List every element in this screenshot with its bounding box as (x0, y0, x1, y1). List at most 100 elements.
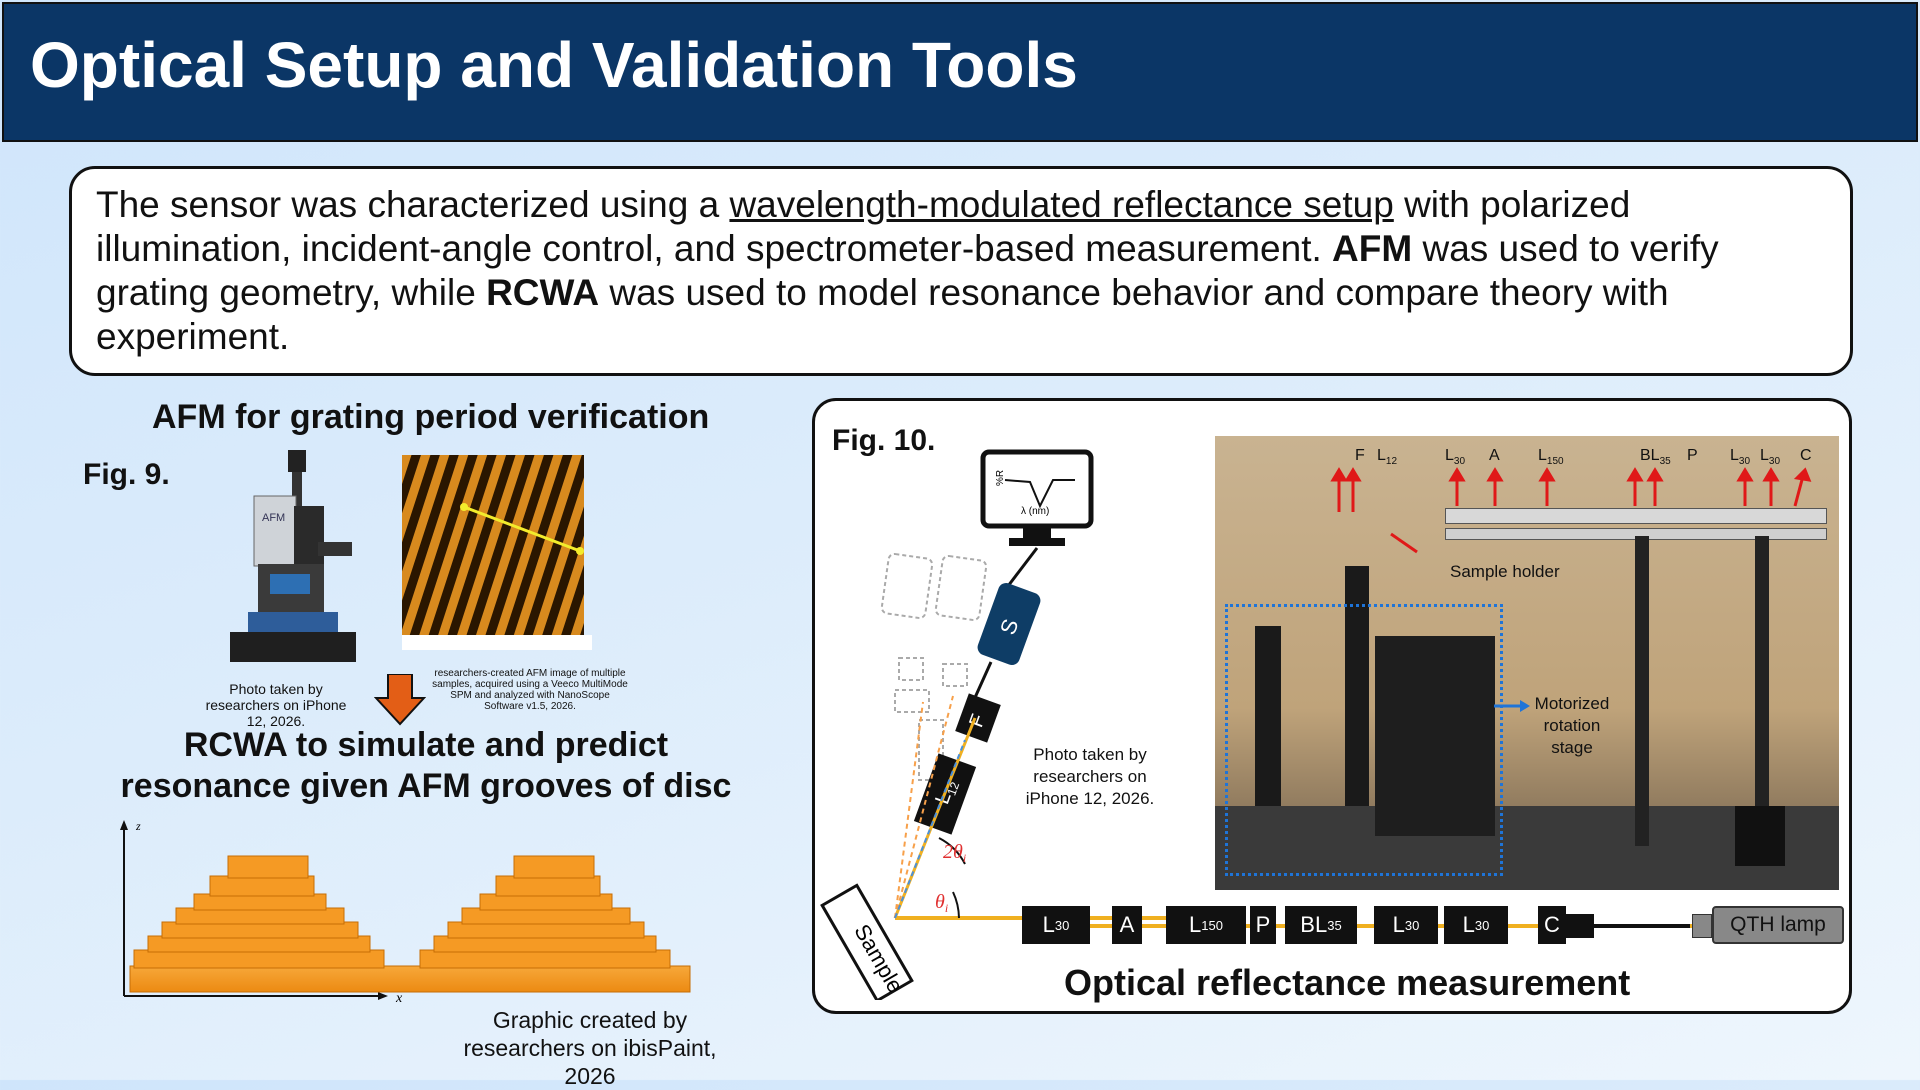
sample-holder-label: Sample holder (1450, 562, 1560, 581)
photo-label-l30a-sub: 30 (1453, 456, 1466, 468)
component-l150-main: L (1189, 912, 1202, 937)
angle-theta-sub: i (945, 901, 948, 915)
photo-label-l30c-sub: 30 (1768, 456, 1781, 468)
afm-grating-image (402, 455, 592, 650)
summary-text-3: was used to verify grating geometry, whi… (96, 228, 1719, 313)
motorized-3: stage (1551, 738, 1593, 757)
afm-term: AFM (1332, 228, 1413, 269)
photo-caption-2: researchers on (1033, 767, 1147, 786)
fig9-label: Fig. 9. (83, 458, 170, 491)
post-1 (1635, 536, 1649, 846)
component-l30-2-sub: 30 (1404, 917, 1420, 933)
photo-label-bl35: BL35 (1640, 447, 1671, 467)
component-l30-2-main: L (1392, 912, 1405, 937)
photo-label-bl35-main: BL (1640, 447, 1660, 464)
rotation-stage (1375, 636, 1495, 836)
monitor-y-label: %R (995, 470, 1006, 486)
monitor-x-label: λ (nm) (1021, 506, 1049, 517)
component-l30-3-main: L (1462, 912, 1475, 937)
component-l30-3-sub: 30 (1474, 917, 1490, 933)
photo-label-l30c-main: L (1760, 447, 1769, 464)
stage-highlight (1225, 604, 1503, 876)
graphic-caption-2: researchers on ibisPaint, (463, 1035, 717, 1061)
x-axis-label: x (395, 991, 403, 1006)
afm-photo-caption: Photo taken by researchers on iPhone 12,… (205, 681, 347, 729)
lamp-housing (1735, 806, 1785, 866)
stage-arrow-icon (1494, 700, 1530, 712)
summary-text-2: with polarized illumination, incident-an… (96, 184, 1631, 269)
component-l150-sub: 150 (1201, 917, 1223, 933)
setup-photo-caption: Photo taken by researchers on iPhone 12,… (1000, 744, 1180, 810)
photo-label-l150: L150 (1538, 447, 1564, 467)
svg-text:θi: θi (935, 891, 948, 915)
title-banner (2, 2, 1918, 142)
rcwa-grating-graphic: z x (120, 819, 691, 1006)
angle-2theta: 2θ (943, 841, 963, 863)
photo-label-l30a-main: L (1445, 447, 1454, 464)
component-l30-1-main: L (1042, 912, 1055, 937)
setup-photo (1215, 436, 1839, 890)
qth-lamp: QTH lamp (1712, 906, 1844, 944)
lamp-fiber (1590, 924, 1690, 928)
photo-label-l30a: L30 (1445, 447, 1465, 467)
motorized-2: rotation (1543, 716, 1601, 735)
graphic-caption-3: 2026 (564, 1063, 616, 1089)
summary-text-1: The sensor was characterized using a (96, 184, 730, 225)
photo-label-l12-sub: 12 (1385, 456, 1398, 468)
graphic-caption: Graphic created by researchers on ibisPa… (420, 1006, 760, 1090)
photo-label-l12: L12 (1377, 447, 1397, 467)
photo-label-f: F (1355, 447, 1365, 464)
z-axis-label: z (135, 819, 141, 833)
motorized-1: Motorized (1534, 694, 1610, 713)
photo-label-c: C (1800, 447, 1812, 464)
photo-caption-3: iPhone 12, 2026. (1025, 789, 1155, 808)
photo-label-l150-sub: 150 (1546, 456, 1564, 468)
motorized-stage-label: Motorized rotation stage (1524, 693, 1620, 759)
component-bl35-main: BL (1300, 912, 1328, 937)
beam-line (1022, 924, 1692, 928)
photo-label-bl35-sub: 35 (1659, 456, 1671, 468)
photo-arrows (1330, 467, 1812, 554)
component-p: P (1250, 906, 1276, 944)
setup-link[interactable]: wavelength-modulated reflectance setup (729, 184, 1394, 225)
photo-label-l12-main: L (1377, 447, 1386, 464)
rcwa-heading-2: resonance given AFM grooves of disc (120, 767, 732, 805)
post-2 (1755, 536, 1769, 846)
svg-text:2θi: 2θi (943, 841, 966, 865)
rcwa-heading-1: RCWA to simulate and predict (183, 726, 669, 764)
page-title: Optical Setup and Validation Tools (30, 29, 1078, 101)
collimator-body (1566, 914, 1594, 938)
afm-instrument-image: AFM (230, 450, 356, 662)
component-p-main: P (1255, 912, 1271, 937)
photo-label-l30c: L30 (1760, 447, 1780, 467)
component-bl35-sub: 35 (1327, 917, 1342, 933)
setup-schematic: %R λ (nm) S F L12 2θi θi Sample (820, 449, 1235, 1000)
photo-label-p: P (1687, 447, 1698, 464)
fig10-title: Optical reflectance measurement (1064, 962, 1631, 1003)
angle-theta: θ (935, 891, 945, 913)
angle-2theta-sub: i (963, 851, 966, 865)
fig10-label: Fig. 10. (832, 424, 936, 457)
component-l30-1-sub: 30 (1054, 917, 1070, 933)
component-c: C (1538, 906, 1566, 944)
rail (1445, 508, 1827, 524)
photo-label-l150-main: L (1538, 447, 1547, 464)
afm-image-caption: researchers-created AFM image of multipl… (432, 668, 628, 712)
afm-heading: AFM for grating period verification (152, 398, 710, 436)
photo-label-a: A (1489, 447, 1500, 464)
rcwa-term: RCWA (486, 272, 600, 313)
photo-label-l30b: L30 (1730, 447, 1750, 467)
photo-label-l30b-main: L (1730, 447, 1739, 464)
summary-box: The sensor was characterized using a wav… (69, 166, 1853, 376)
component-c-main: C (1544, 912, 1560, 937)
photo-caption-1: Photo taken by (1033, 745, 1147, 764)
afm-brand-text: AFM (262, 512, 285, 524)
summary-text-4: was used to model resonance behavior and… (96, 272, 1669, 357)
component-a-main: A (1119, 912, 1135, 937)
graphic-caption-1: Graphic created by (492, 1007, 688, 1033)
